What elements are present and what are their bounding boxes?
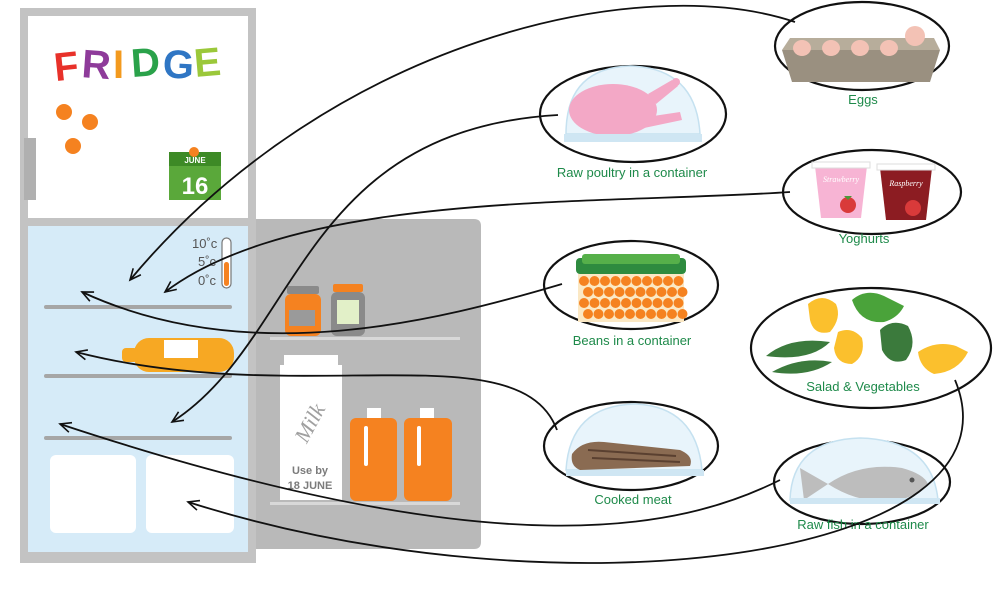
fridge-logo-letter: D [130,40,162,86]
salad-bubble: Salad & Vegetables [749,286,993,410]
bean [614,287,625,297]
bean [663,298,673,308]
raw-poultry-bubble: Raw poultry in a container [538,64,728,180]
thermometer-label-10: 10˚c [192,236,218,251]
bean [625,287,635,297]
yoghurts-bubble: Strawberry Raspberry Yoghurts [781,148,963,246]
bean [625,309,635,319]
magnet [65,138,81,154]
raw-poultry-label: Raw poultry in a container [557,165,708,180]
yoghurt-flavour-raspberry: Raspberry [888,179,923,188]
bean [642,298,652,308]
bean [610,298,621,308]
milk-use-by: Use by [292,465,329,477]
bean [589,298,600,308]
yoghurts-label: Yoghurts [839,231,890,246]
eggs-label: Eggs [848,92,878,107]
arrow-salad-to-drawer [186,379,964,564]
beans-label: Beans in a container [573,333,692,348]
bean [667,287,677,297]
sausage-icon [122,338,234,372]
raw-fish-label: Raw fish in a container [797,517,929,532]
bean [652,276,663,286]
bean [656,309,667,319]
calendar-magnet: JUNE 16 [169,147,221,200]
thermometer-label-0: 0˚c [198,273,217,288]
bean [673,276,684,286]
fridge-logo-letter: E [192,40,222,86]
bean [635,287,646,297]
bean [635,309,646,319]
milk-carton-icon: Milk Use by 18 JUNE [280,355,342,500]
bean [621,298,631,308]
jar-icon [331,284,365,336]
eggs-bubble: Eggs [773,0,951,107]
bean [583,309,593,319]
bean [604,287,614,297]
juice-bottle-icon [350,408,397,501]
beans-bubble: Beans in a container [542,239,720,348]
magnet [56,104,72,120]
calendar-day: 16 [182,173,209,200]
fridge-shelf [44,436,232,440]
bean [600,276,610,286]
bean [621,276,631,286]
salad-drawer-right [146,455,234,533]
arrow-cooked-meat-to-middle-shelf [74,349,558,431]
jar-icon [285,286,321,336]
bean [579,276,589,286]
cooked-meat-bubble: Cooked meat [542,400,720,507]
thermometer: 10˚c 5˚c 0˚c [192,236,232,289]
salad-label: Salad & Vegetables [806,379,920,394]
bean [656,287,667,297]
fridge-logo-letter: G [162,42,195,88]
fridge-logo-letter: F [52,44,81,90]
milk-date: 18 JUNE [288,480,333,492]
bean [614,309,625,319]
bean [677,287,688,297]
yoghurt-flavour-strawberry: Strawberry [823,175,859,184]
arrows [58,4,964,564]
door-handle [24,138,36,200]
bean [652,298,663,308]
bean [646,287,656,297]
arrow-poultry-to-bottom-shelf [170,114,559,424]
fridge-shelf [44,374,232,378]
bean [673,298,684,308]
thermometer-label-5: 5˚c [198,254,217,269]
bean [593,287,604,297]
bean [677,309,688,319]
bean [600,298,610,308]
arrow-beans-to-top-shelf [80,283,563,335]
door-shelf [270,337,460,340]
bean [646,309,656,319]
calendar-month: JUNE [184,156,206,165]
fridge-logo: F R I D G E [52,40,223,90]
cooked-meat-label: Cooked meat [594,492,672,507]
arrow-yoghurts-to-top-shelf [163,191,791,294]
bean [593,309,604,319]
bean [631,298,642,308]
beans-icon [579,276,688,319]
bean [663,276,673,286]
bean [589,276,600,286]
bean [579,298,589,308]
bean [610,276,621,286]
bean [583,287,593,297]
bean [604,309,614,319]
bean [631,276,642,286]
fridge-logo-letter: R [80,42,112,88]
fridge-logo-letter: I [113,43,124,87]
arrow-fish-to-bottom-shelf [58,421,781,527]
salad-drawer-left [50,455,136,533]
magnet [82,114,98,130]
bean [667,309,677,319]
bean [642,276,652,286]
raw-fish-bubble: Raw fish in a container [772,437,952,532]
fridge-shelf [44,305,232,309]
door-shelf [270,502,460,505]
arrow-eggs-to-top-shelf [128,4,796,282]
juice-bottle-icon [404,408,452,501]
